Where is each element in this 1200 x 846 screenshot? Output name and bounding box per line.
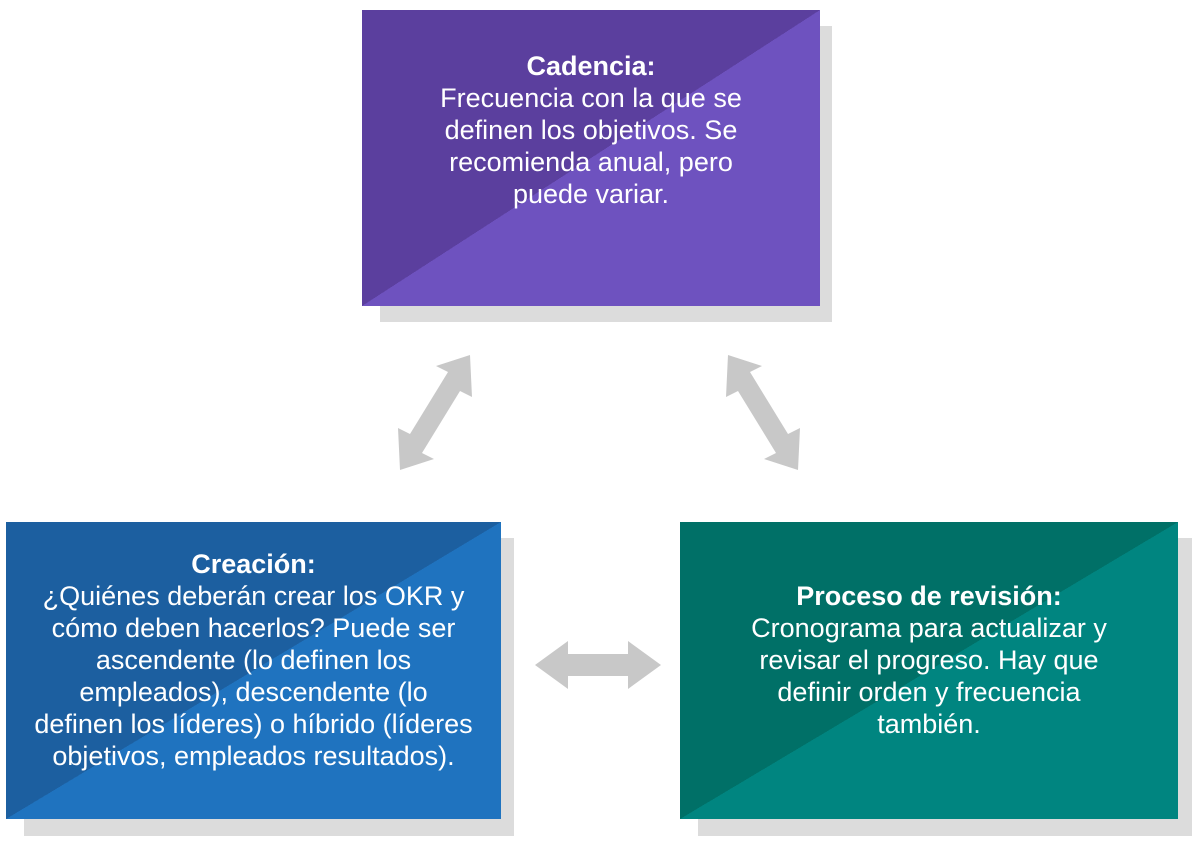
cadencia-node: Cadencia: Frecuencia con la que se defin… xyxy=(362,10,832,322)
proceso-revision-sheen xyxy=(680,522,1178,819)
cadencia-sheen xyxy=(362,10,820,306)
proceso-revision-description: Cronograma para actualizar y revisar el … xyxy=(751,613,1107,739)
cadencia-box: Cadencia: Frecuencia con la que se defin… xyxy=(362,10,820,306)
creacion-box: Creación: ¿Quiénes deberán crear los OKR… xyxy=(6,522,501,819)
creacion-node: Creación: ¿Quiénes deberán crear los OKR… xyxy=(6,522,514,836)
arrow-creacion-proceso-shape xyxy=(535,641,661,689)
creacion-sheen xyxy=(6,522,501,819)
proceso-revision-title: Proceso de revisión: xyxy=(796,581,1062,611)
cadencia-description: Frecuencia con la que se definen los obj… xyxy=(440,83,742,209)
arrow-creacion-proceso xyxy=(535,641,661,689)
cadencia-title: Cadencia: xyxy=(526,51,656,81)
arrow-cadencia-proceso xyxy=(726,355,800,470)
creacion-description: ¿Quiénes deberán crear los OKR y cómo de… xyxy=(34,581,473,771)
arrow-creacion-cadencia-shape xyxy=(398,355,472,470)
proceso-revision-node: Proceso de revisión: Cronograma para act… xyxy=(680,522,1192,836)
proceso-revision-box: Proceso de revisión: Cronograma para act… xyxy=(680,522,1178,819)
arrow-creacion-cadencia xyxy=(398,355,472,470)
creacion-title: Creación: xyxy=(191,549,316,579)
arrow-cadencia-proceso-shape xyxy=(726,355,800,470)
